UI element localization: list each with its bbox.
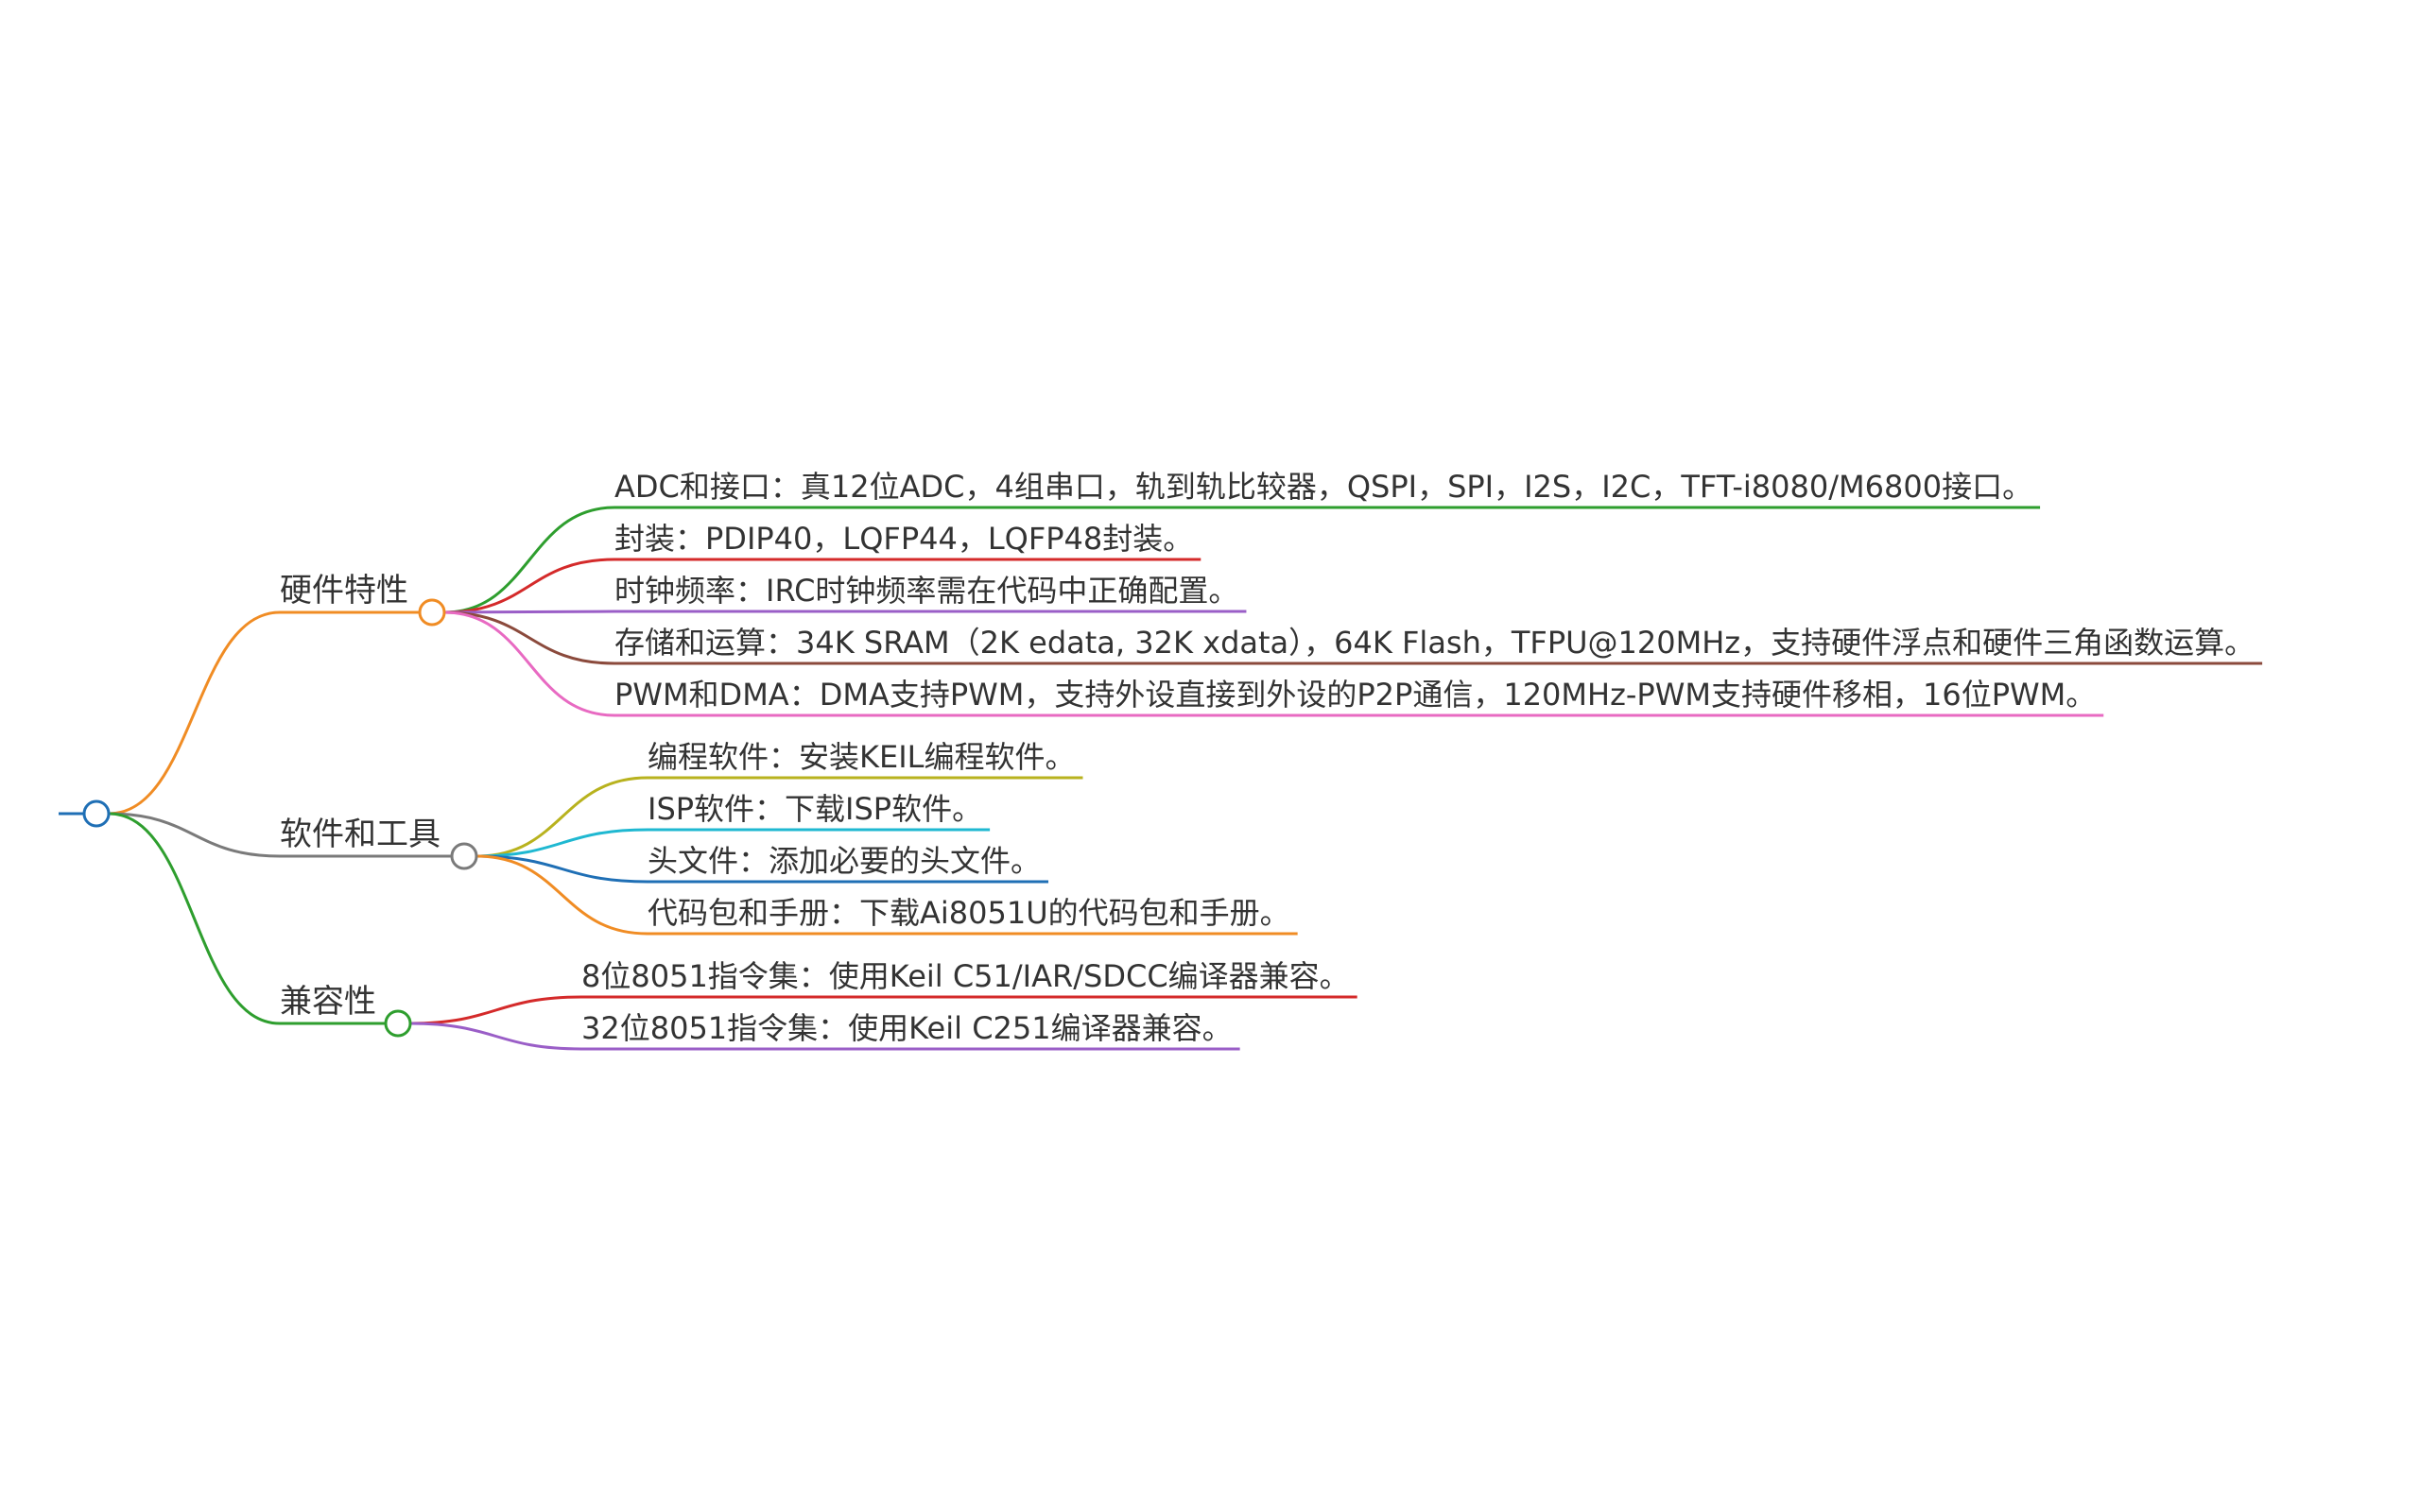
branch-label: 软件和工具	[280, 816, 441, 853]
leaf-connector	[443, 610, 2263, 665]
leaf-label: 编程软件：安装KEIL编程软件。	[648, 739, 1075, 775]
leaf-label: 封装：PDIP40，LQFP44，LQFP48封装。	[614, 521, 1193, 557]
branch-node	[418, 598, 446, 627]
leaf-label: 存储和运算：34K SRAM（2K edata, 32K xdata），64K …	[614, 625, 2255, 661]
leaf-connector	[443, 506, 2041, 614]
leaf-label: PWM和DMA：DMA支持PWM，支持外设直接到外设的P2P通信，120MHz-…	[614, 677, 2096, 713]
leaf-label: ADC和接口：真12位ADC，4组串口，轨到轨比较器，QSPI，SPI，I2S，…	[614, 469, 2032, 505]
leaf-label: 头文件：添加必要的头文件。	[648, 843, 1041, 879]
branch-node	[450, 842, 478, 870]
mind-map-labels: 硬件特性 ADC和接口：真12位ADC，4组串口，轨到轨比较器，QSPI，SPI，…	[280, 469, 2255, 1046]
leaf-connector	[443, 610, 1247, 614]
leaf-label: 时钟频率：IRC时钟频率需在代码中正确配置。	[614, 573, 1238, 609]
leaf-connector	[443, 558, 1201, 614]
leaf-connector	[409, 1022, 1240, 1051]
branch-node	[384, 1009, 412, 1038]
leaf-label: 32位8051指令集：使用Keil C251编译器兼容。	[581, 1010, 1233, 1046]
branch-connector-0	[108, 610, 420, 816]
leaf-connector	[475, 828, 991, 858]
leaf-label: 代码包和手册：下载Ai8051U的代码包和手册。	[648, 895, 1290, 931]
leaf-connector	[443, 610, 2104, 717]
root-node	[82, 799, 111, 828]
mind-map-nodes	[82, 598, 478, 1038]
leaf-label: ISP软件：下载ISP软件。	[648, 791, 982, 827]
branch-connector-2	[108, 812, 386, 1025]
leaf-connector	[475, 854, 1049, 884]
mind-map-edges	[59, 506, 2263, 1051]
leaf-connector	[409, 995, 1357, 1025]
leaf-connector	[475, 776, 1083, 858]
branch-label: 硬件特性	[280, 572, 408, 610]
leaf-connector	[475, 854, 1298, 936]
leaf-label: 8位8051指令集：使用Keil C51/IAR/SDCC编译器兼容。	[581, 958, 1350, 994]
branch-label: 兼容性	[280, 983, 376, 1021]
branch-connector-1	[108, 812, 452, 858]
